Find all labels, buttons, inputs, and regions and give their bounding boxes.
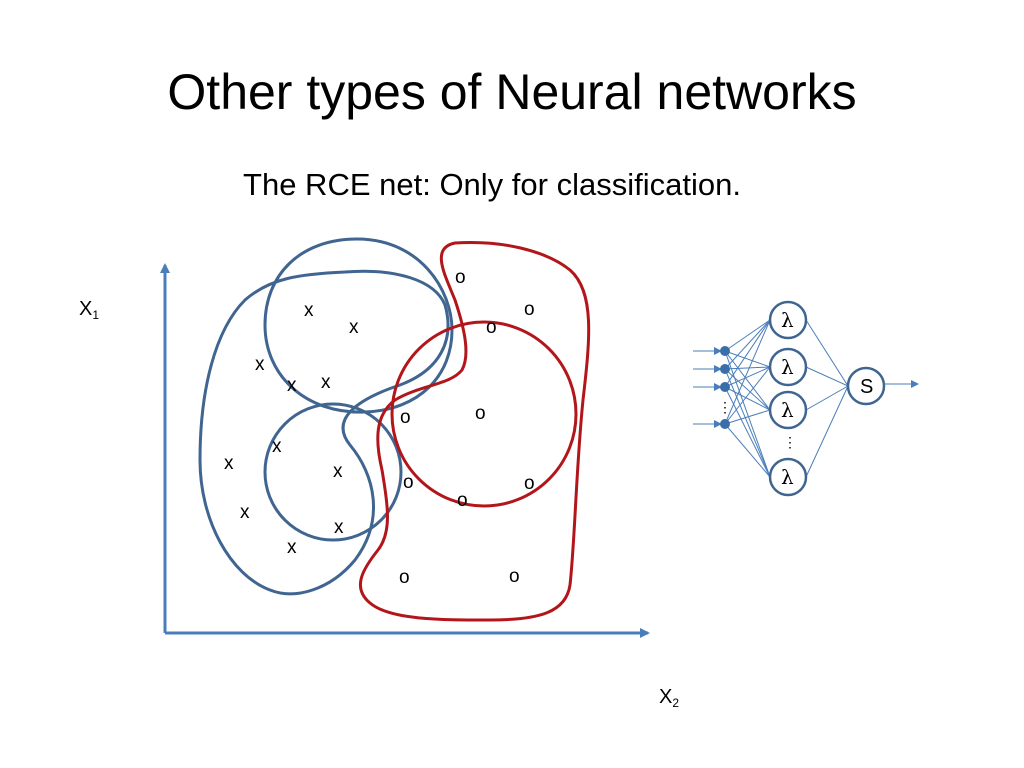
slide-subtitle: The RCE net: Only for classification.	[243, 167, 741, 202]
x-point: x	[304, 300, 314, 321]
input-node	[720, 346, 730, 356]
output-node-label: S	[860, 376, 873, 398]
o-point: o	[399, 567, 410, 588]
hidden-node	[768, 390, 808, 430]
o-point: o	[455, 267, 466, 288]
input-node	[720, 382, 730, 392]
x-point: x	[334, 517, 344, 538]
hidden-output-connections	[805, 319, 849, 478]
o-point: o	[486, 317, 497, 338]
red-blob-region	[359, 241, 591, 622]
x-point: x	[349, 317, 359, 338]
x-point: x	[287, 537, 297, 558]
hidden-node	[768, 457, 808, 497]
red-circle-region	[390, 320, 578, 508]
x-point: x	[224, 453, 234, 474]
output-node	[846, 366, 886, 406]
o-point: o	[475, 403, 486, 424]
x1-axis-label: X1	[79, 298, 100, 322]
hidden-node-lambda: λ	[781, 398, 794, 422]
o-point: o	[400, 407, 411, 428]
x-point: x	[333, 461, 343, 482]
x-point: x	[287, 375, 297, 396]
input-node	[720, 419, 730, 429]
hidden-node-lambda: λ	[781, 308, 794, 332]
blue-blob-region	[198, 269, 450, 596]
hidden-node-lambda: λ	[781, 355, 794, 379]
hidden-node-lambda: λ	[781, 465, 794, 489]
input-hidden-connections	[724, 319, 771, 478]
rce-network	[693, 300, 919, 497]
o-point: o	[524, 299, 535, 320]
x-point: x	[272, 436, 282, 457]
x-point: x	[240, 502, 250, 523]
slide-title: Other types of Neural networks	[167, 64, 857, 120]
input-ellipsis: ⋮	[718, 400, 732, 416]
x-point: x	[255, 354, 265, 375]
hidden-node	[768, 300, 808, 340]
class-o-points: o o o o o o o o o o	[399, 267, 535, 588]
blue-small-circle-region	[263, 402, 403, 542]
hidden-node	[768, 347, 808, 387]
class-x-points: x x x x x x x x x x x	[224, 300, 359, 558]
o-point: o	[403, 472, 414, 493]
x-point: x	[321, 372, 331, 393]
o-point: o	[509, 566, 520, 587]
o-point: o	[457, 490, 468, 511]
x2-axis-label: X2	[659, 686, 680, 710]
o-point: o	[524, 473, 535, 494]
input-node	[720, 364, 730, 374]
hidden-ellipsis: ⋮	[783, 435, 797, 451]
